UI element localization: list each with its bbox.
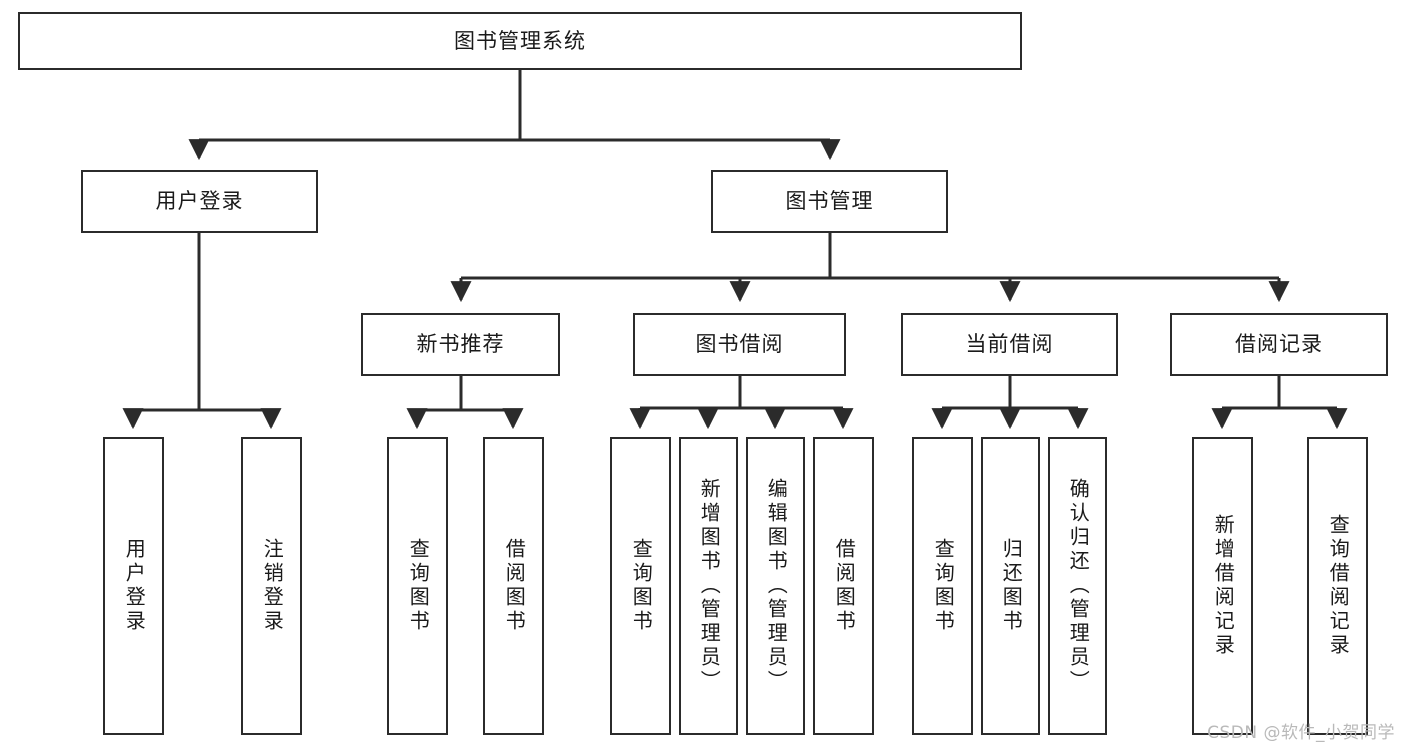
leaf-borrow-record-add-record[interactable]: 新增借阅记录 (1192, 437, 1253, 735)
node-current-borrow[interactable]: 当前借阅 (901, 313, 1118, 376)
csdn-watermark: CSDN @软件_小贺同学 (1207, 723, 1395, 743)
node-book-management[interactable]: 图书管理 (711, 170, 948, 233)
leaf-book-borrow-borrow-book[interactable]: 借阅图书 (813, 437, 874, 735)
node-label: 新增借阅记录 (1211, 514, 1236, 658)
node-root-book-management-system[interactable]: 图书管理系统 (18, 12, 1022, 70)
leaf-book-borrow-query-book[interactable]: 查询图书 (610, 437, 671, 735)
node-label: 确认归还（管理员） (1066, 478, 1091, 694)
node-book-borrow[interactable]: 图书借阅 (633, 313, 846, 376)
node-label: 用户登录 (155, 189, 244, 214)
node-label: 图书借阅 (695, 332, 784, 357)
leaf-new-book-borrow-book[interactable]: 借阅图书 (483, 437, 544, 735)
node-new-book-recommend[interactable]: 新书推荐 (361, 313, 560, 376)
node-label: 注销登录 (260, 538, 285, 634)
node-label: 查询图书 (629, 538, 654, 634)
node-label: 归还图书 (999, 538, 1024, 634)
leaf-new-book-query-book[interactable]: 查询图书 (387, 437, 448, 735)
node-label: 新书推荐 (416, 332, 505, 357)
node-label: 借阅图书 (502, 538, 527, 634)
leaf-current-borrow-query-book[interactable]: 查询图书 (912, 437, 973, 735)
leaf-user-login-logout[interactable]: 注销登录 (241, 437, 302, 735)
node-label: 借阅记录 (1235, 332, 1323, 357)
node-label: 新增图书（管理员） (697, 478, 722, 694)
node-user-login[interactable]: 用户登录 (81, 170, 318, 233)
node-label: 查询图书 (406, 538, 431, 634)
leaf-borrow-record-query-record[interactable]: 查询借阅记录 (1307, 437, 1368, 735)
node-label: 查询借阅记录 (1326, 514, 1351, 658)
node-label: 用户登录 (122, 538, 147, 634)
node-label: 编辑图书（管理员） (764, 478, 789, 694)
node-label: 借阅图书 (832, 538, 857, 634)
node-label: 当前借阅 (965, 332, 1054, 357)
leaf-current-borrow-confirm-return-admin[interactable]: 确认归还（管理员） (1048, 437, 1107, 735)
node-label: 图书管理系统 (454, 28, 586, 53)
node-label: 查询图书 (931, 538, 956, 634)
leaf-current-borrow-return-book[interactable]: 归还图书 (981, 437, 1040, 735)
leaf-book-borrow-add-book-admin[interactable]: 新增图书（管理员） (679, 437, 738, 735)
leaf-book-borrow-edit-book-admin[interactable]: 编辑图书（管理员） (746, 437, 805, 735)
node-label: 图书管理 (785, 189, 874, 214)
leaf-user-login-login[interactable]: 用户登录 (103, 437, 164, 735)
node-borrow-record[interactable]: 借阅记录 (1170, 313, 1388, 376)
